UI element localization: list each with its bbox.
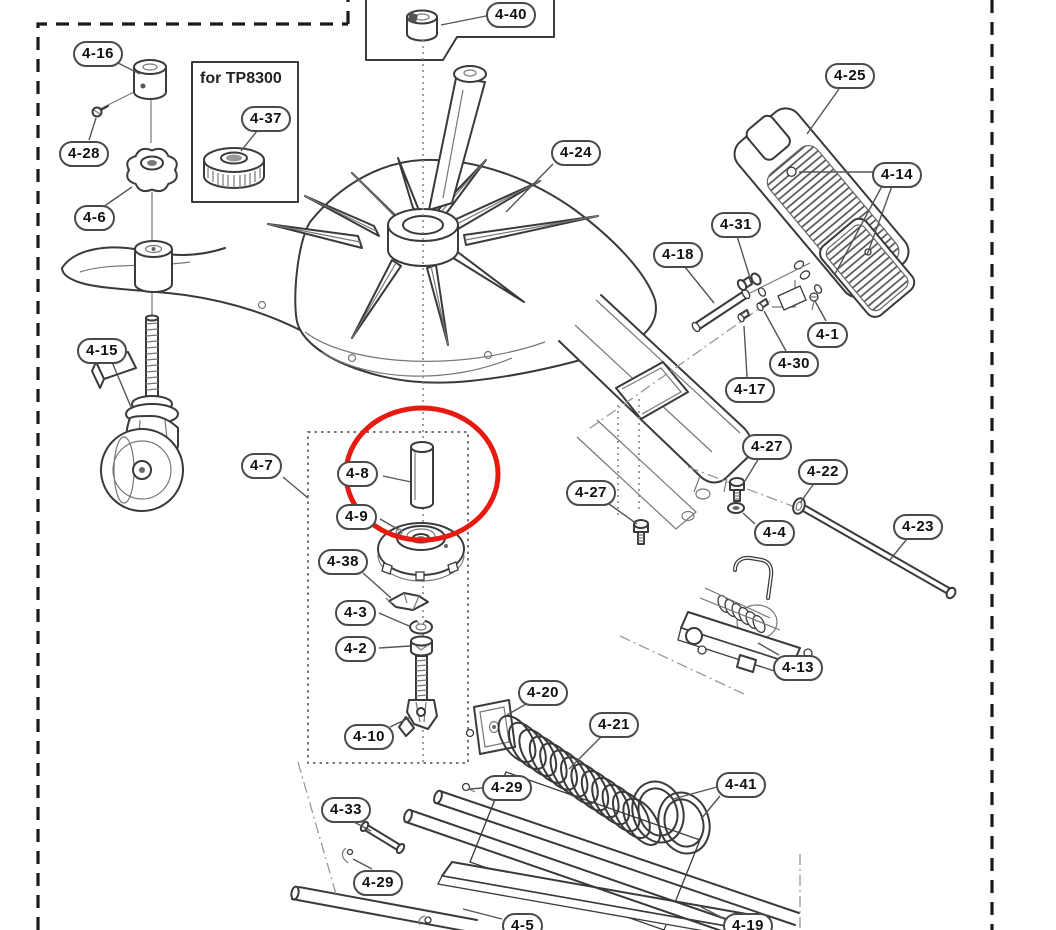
part-label-4-22: 4-22 (798, 459, 849, 485)
part-label-4-23: 4-23 (893, 514, 944, 540)
pin-4-8 (410, 441, 434, 509)
part-label-4-6: 4-6 (74, 205, 116, 231)
part-label-4-14: 4-14 (872, 162, 923, 188)
leader-lines (88, 15, 908, 920)
part-label-4-4: 4-4 (754, 520, 796, 546)
box-4-40 (365, 0, 555, 61)
part-label-4-1: 4-1 (807, 322, 849, 348)
part-label-4-25: 4-25 (825, 63, 876, 89)
part-label-4-31: 4-31 (711, 212, 762, 238)
part-label-4-29-a: 4-29 (482, 775, 533, 801)
part-label-4-21: 4-21 (589, 712, 640, 738)
part-label-4-9: 4-9 (336, 504, 378, 530)
part-label-4-2: 4-2 (335, 636, 377, 662)
spring-4-21 (497, 714, 662, 846)
part-label-4-15: 4-15 (77, 338, 128, 364)
part-label-4-27-a: 4-27 (566, 480, 617, 506)
base-post (428, 65, 487, 211)
pedal-4-25 (733, 107, 916, 318)
part-label-4-24: 4-24 (551, 140, 602, 166)
part-label-4-7: 4-7 (241, 453, 283, 479)
part-label-4-16: 4-16 (73, 41, 124, 67)
caster-4-15 (91, 314, 184, 512)
assembly-box-4-7 (307, 431, 469, 764)
arm-boss (134, 240, 173, 293)
part-label-4-40: 4-40 (486, 2, 537, 28)
knob-4-6 (126, 147, 178, 193)
part-label-4-17: 4-17 (725, 377, 776, 403)
clip-4-38 (385, 592, 429, 611)
part-label-4-3: 4-3 (335, 600, 377, 626)
eye-bolt-4-10 (398, 655, 438, 737)
cap-4-40 (406, 9, 438, 42)
part-label-4-13: 4-13 (773, 655, 824, 681)
part-label-4-28: 4-28 (59, 141, 110, 167)
screw-4-28 (91, 105, 109, 118)
part-label-4-8: 4-8 (337, 461, 379, 487)
base-plate-4-24 (61, 65, 657, 384)
plate-4-20 (465, 699, 516, 755)
part-label-4-30: 4-30 (769, 351, 820, 377)
beam-arm (558, 294, 771, 530)
part-label-4-29-b: 4-29 (353, 870, 404, 896)
part-label-4-5: 4-5 (502, 913, 544, 930)
part-label-4-33: 4-33 (321, 797, 372, 823)
part-label-4-41: 4-41 (716, 772, 767, 798)
tp8300-note: for TP8300 (200, 70, 282, 87)
dashed-border (36, 0, 994, 930)
part-label-4-10: 4-10 (344, 724, 395, 750)
part-label-4-37: 4-37 (241, 106, 292, 132)
dome-4-9 (377, 522, 465, 582)
pins-4-29-4-33 (341, 782, 476, 864)
knob-4-37 (203, 147, 265, 189)
part-label-4-27-b: 4-27 (742, 434, 793, 460)
bushing-4-16 (133, 59, 167, 100)
part-label-4-18: 4-18 (653, 242, 704, 268)
base-fan-ribs (267, 157, 599, 346)
part-label-4-20: 4-20 (518, 680, 569, 706)
nut-4-2 (410, 635, 433, 657)
part-label-4-38: 4-38 (318, 549, 369, 575)
part-label-4-19: 4-19 (723, 913, 774, 930)
fasteners-4-31-4-30-4-17-4-1 (736, 272, 819, 323)
bolts-and-rod (633, 466, 957, 600)
bottom-panel-and-rails (290, 761, 801, 930)
circlip-4-3 (409, 619, 433, 635)
